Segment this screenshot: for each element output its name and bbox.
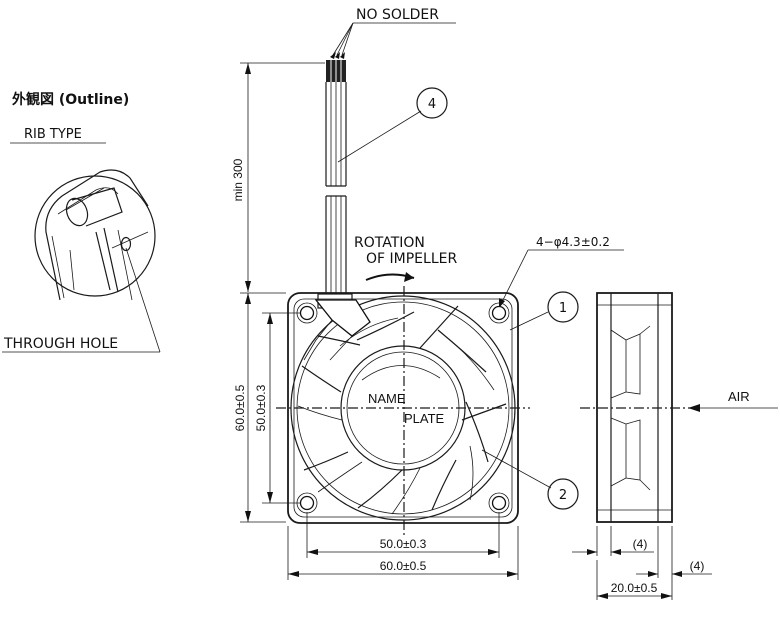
svg-text:50.0±0.3: 50.0±0.3: [254, 384, 268, 431]
rib-detail-view: [34, 169, 156, 301]
height-inner-dimension: 50.0±0.3: [254, 312, 300, 504]
svg-text:OF IMPELLER: OF IMPELLER: [366, 251, 457, 267]
svg-text:60.0±0.5: 60.0±0.5: [380, 559, 427, 573]
side-offset-left-dimension: (4): [572, 526, 654, 556]
no-solder-label: NO SOLDER: [356, 7, 439, 23]
width-inner-dimension: 50.0±0.3: [306, 512, 500, 558]
impeller-blades: [297, 305, 507, 515]
callout-4: 4: [337, 87, 448, 163]
svg-text:ROTATION: ROTATION: [354, 235, 425, 251]
fan-front-view: NAME PLATE: [276, 286, 530, 536]
name-plate-label: NAME: [368, 391, 406, 406]
mounting-hole: [299, 495, 315, 511]
through-hole-label: THROUGH HOLE: [3, 336, 118, 352]
svg-text:(4): (4): [633, 537, 648, 551]
mounting-hole: [491, 495, 507, 511]
side-offset-right-dimension: (4): [636, 526, 712, 600]
callout-1: 1: [509, 291, 579, 331]
svg-text:4−φ4.3±0.2: 4−φ4.3±0.2: [536, 235, 610, 249]
rotation-indicator: ROTATION OF IMPELLER: [354, 235, 457, 282]
mounting-hole: [491, 305, 507, 321]
height-outer-dimension: 60.0±0.5: [233, 292, 286, 523]
rib-type-label: RIB TYPE: [24, 127, 82, 142]
mounting-hole: [299, 305, 315, 321]
svg-text:(4): (4): [690, 559, 705, 573]
callout-2: 2: [481, 449, 579, 510]
thickness-dimension: 20.0±0.5: [596, 560, 672, 600]
svg-text:20.0±0.5: 20.0±0.5: [611, 581, 658, 595]
lead-length-dimension: min 300: [231, 62, 325, 292]
svg-text:min 300: min 300: [231, 158, 245, 201]
svg-text:60.0±0.5: 60.0±0.5: [233, 384, 247, 431]
holes-callout: 4−φ4.3±0.2: [498, 235, 624, 309]
airflow-arrow: AIR: [688, 389, 778, 412]
outline-title: 外観図 (Outline): [12, 91, 129, 108]
through-hole-leader: [125, 247, 161, 353]
fan-side-view: [580, 292, 690, 523]
air-label: AIR: [728, 389, 750, 404]
svg-text:50.0±0.3: 50.0±0.3: [380, 537, 427, 551]
name-plate-label: PLATE: [404, 411, 445, 426]
lead-wires: NO SOLDER: [317, 7, 456, 309]
through-hole-mark: [120, 236, 132, 252]
svg-text:4: 4: [428, 97, 436, 112]
svg-text:2: 2: [559, 488, 567, 503]
svg-text:1: 1: [559, 301, 567, 316]
width-outer-dimension: 60.0±0.5: [287, 526, 519, 580]
